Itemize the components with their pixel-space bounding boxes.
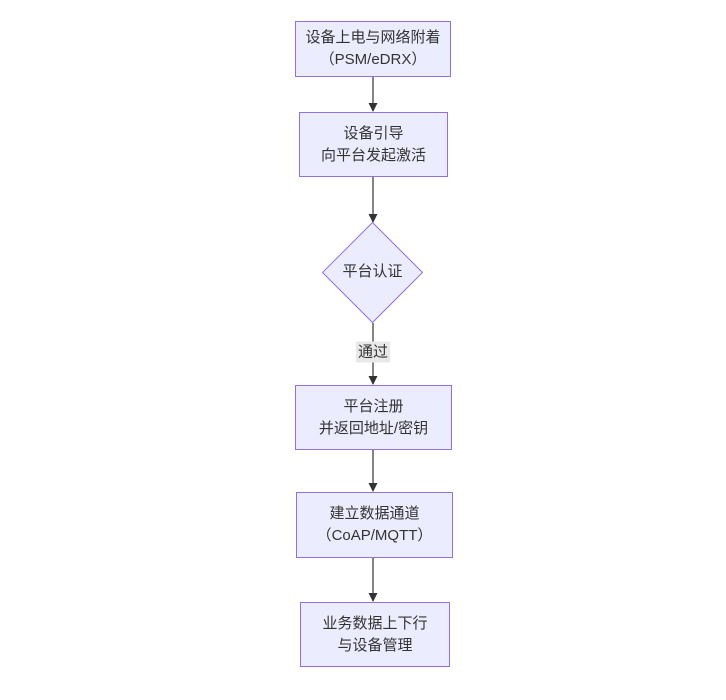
node-business-data: 业务数据上下行 与设备管理 <box>300 602 450 667</box>
node-platform-register: 平台注册 并返回地址/密钥 <box>295 385 452 450</box>
node-power-network-attach: 设备上电与网络附着 （PSM/eDRX） <box>295 21 451 77</box>
node-label-line: 建立数据通道 <box>329 505 420 522</box>
node-device-bootstrap: 设备引导 向平台发起激活 <box>299 112 448 177</box>
edge-label-pass: 通过 <box>355 341 391 363</box>
node-data-channel: 建立数据通道 （CoAP/MQTT） <box>296 492 453 558</box>
node-label-line: 设备引导 <box>343 124 404 142</box>
node-label-line: 向平台发起激活 <box>320 146 426 164</box>
node-label-line: 平台注册 <box>343 397 404 415</box>
node-label-line: 设备上电与网络附着 <box>305 29 441 46</box>
node-label-line: （PSM/eDRX） <box>319 51 427 68</box>
node-label-line: 并返回地址/密钥 <box>318 419 429 437</box>
node-label-line: 与设备管理 <box>337 636 413 654</box>
node-label-line: （CoAP/MQTT） <box>316 527 433 544</box>
node-label-line: 业务数据上下行 <box>322 614 428 632</box>
decision-platform-auth-label: 平台认证 <box>342 263 403 280</box>
